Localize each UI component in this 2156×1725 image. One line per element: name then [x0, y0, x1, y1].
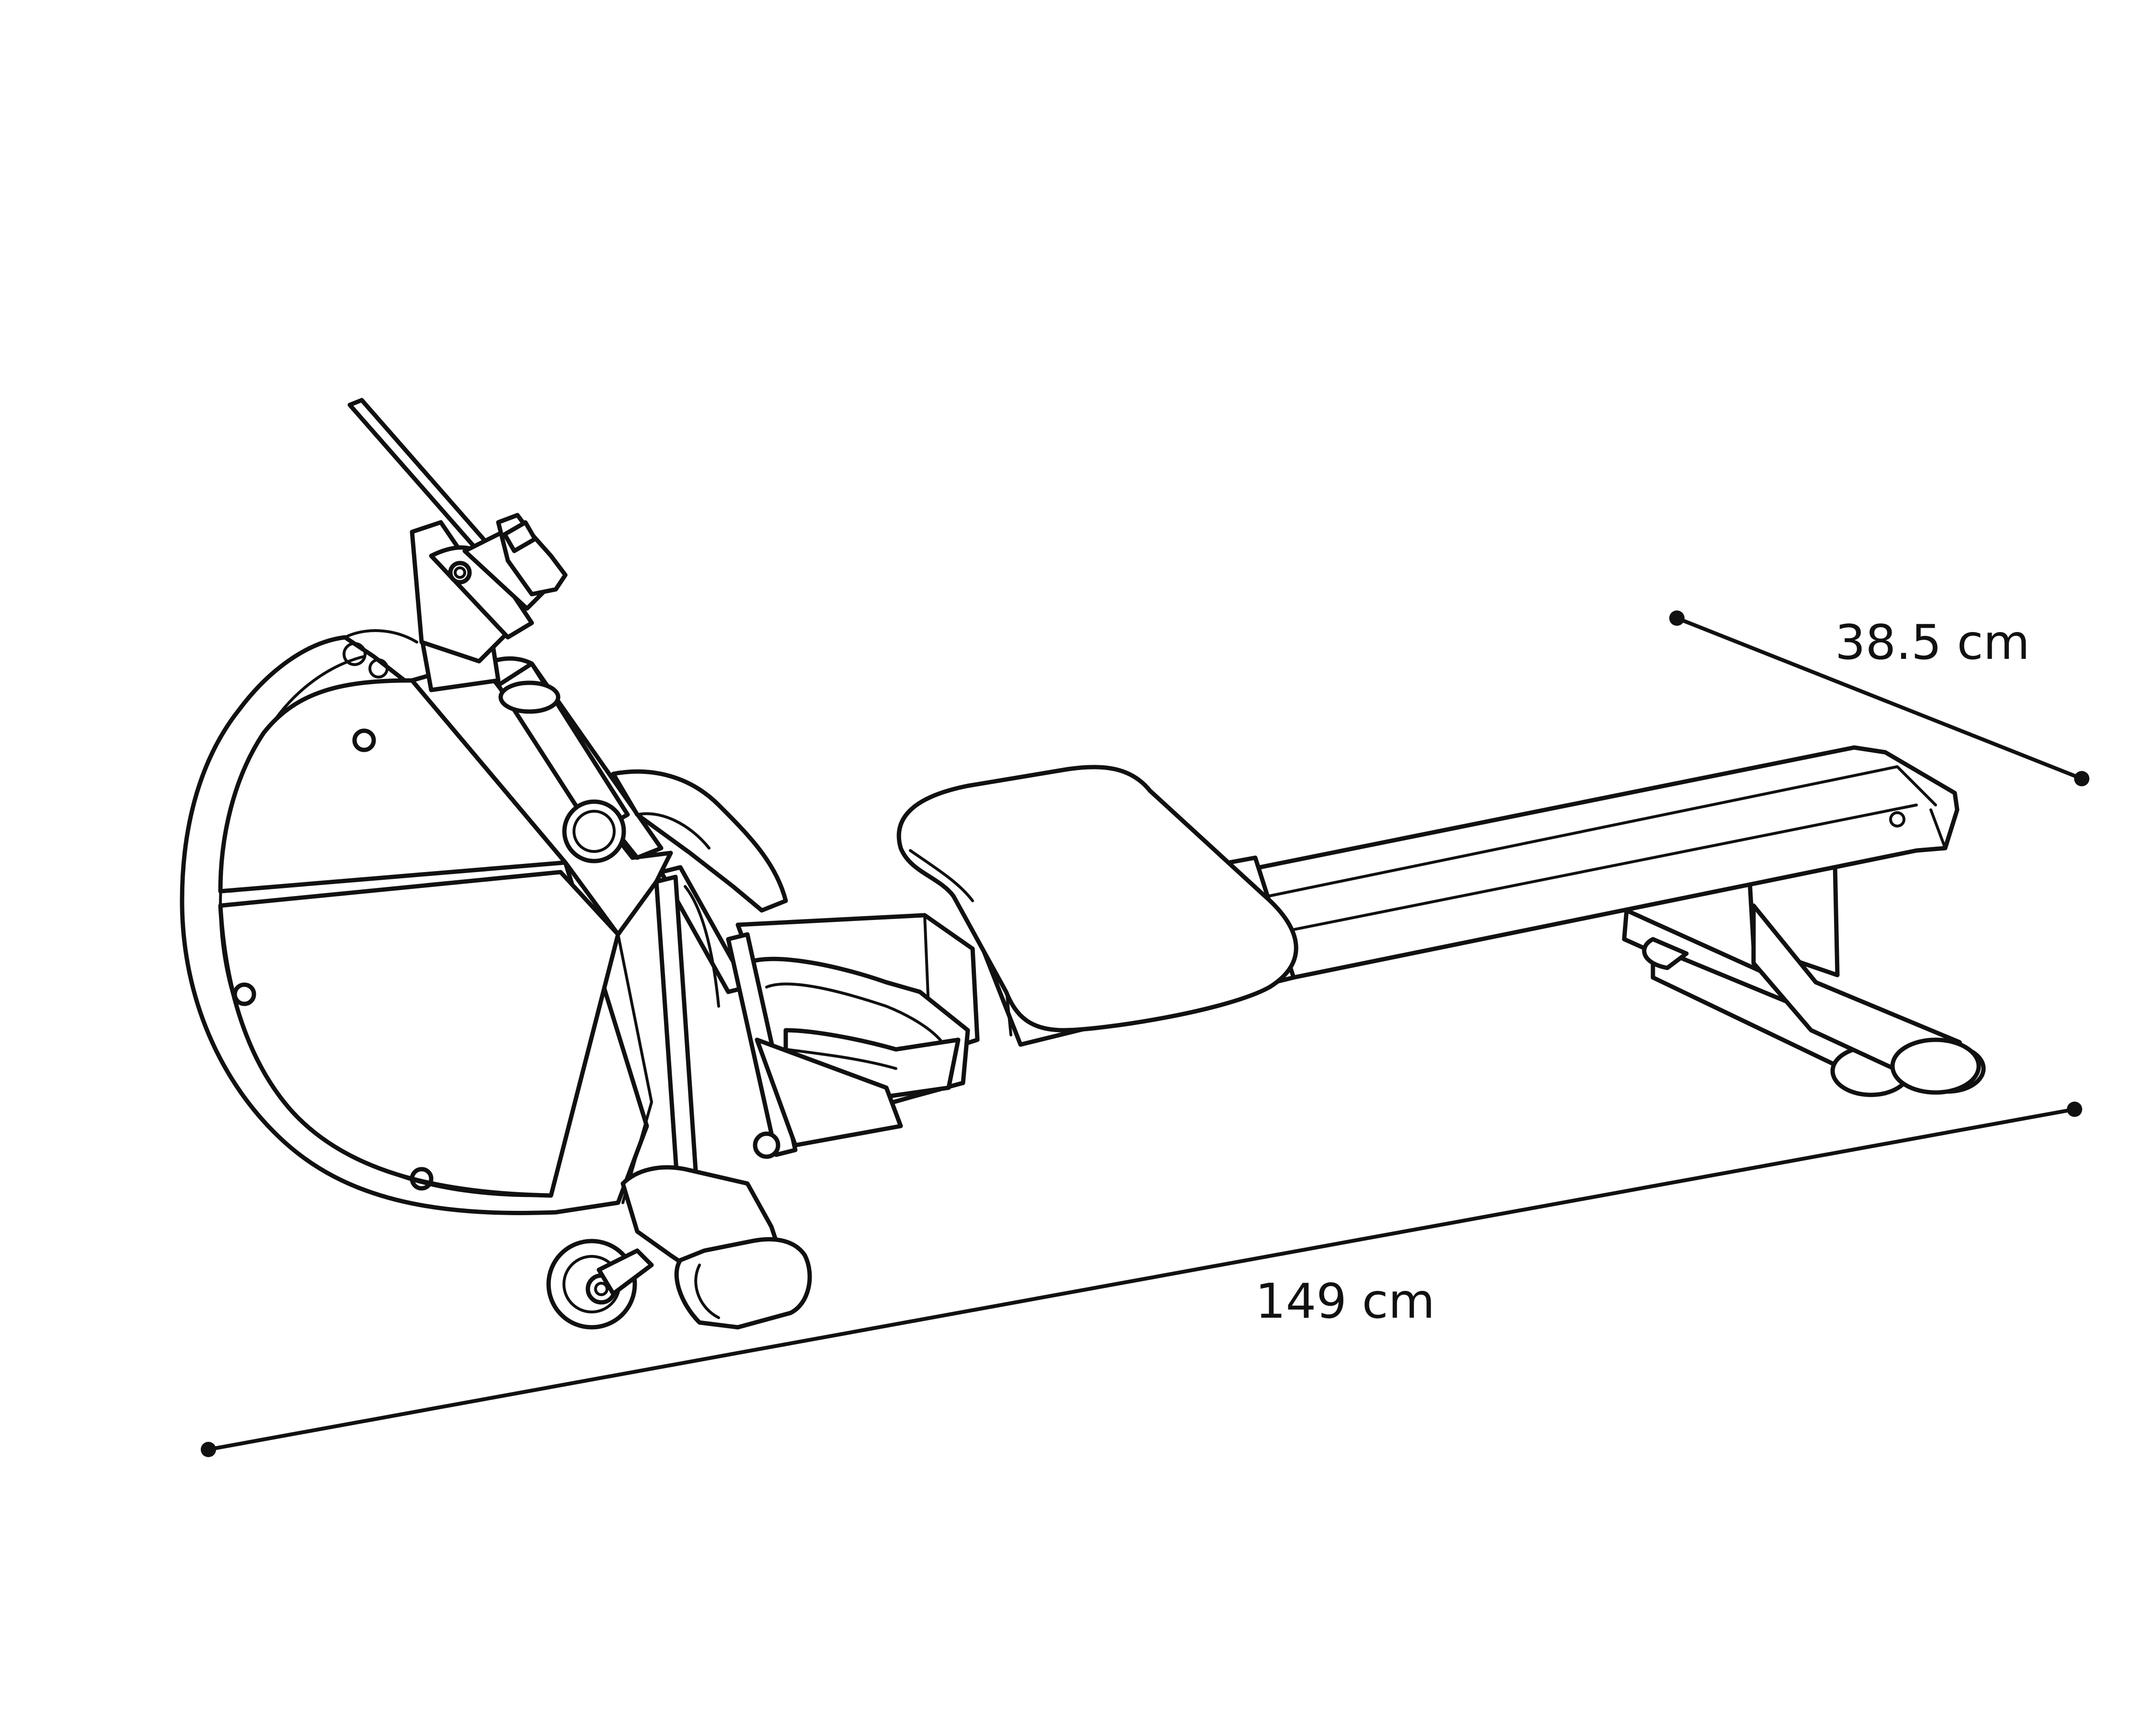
seat	[896, 765, 1298, 1033]
monitor-console	[347, 398, 568, 664]
length-dimension-end-point	[2067, 1102, 2082, 1117]
width-dimension-end-point	[2074, 771, 2089, 786]
length-dimension-start-point	[201, 1442, 216, 1457]
length-dimension: 149 cm	[201, 1102, 2082, 1457]
front-stabilizer	[546, 1165, 812, 1330]
rowing-machine-illustration	[180, 398, 1986, 1330]
rear-stabilizer	[1622, 862, 1986, 1097]
length-dimension-line	[206, 1107, 2076, 1451]
width-dimension: 38.5 cm	[1669, 610, 2089, 786]
length-dimension-label: 149 cm	[1255, 1273, 1435, 1329]
width-dimension-label: 38.5 cm	[1835, 614, 2030, 670]
width-dimension-line	[1675, 616, 2084, 781]
width-dimension-start-point	[1669, 610, 1685, 626]
flywheel-housing	[180, 635, 653, 1215]
pulley-tower	[343, 612, 788, 937]
